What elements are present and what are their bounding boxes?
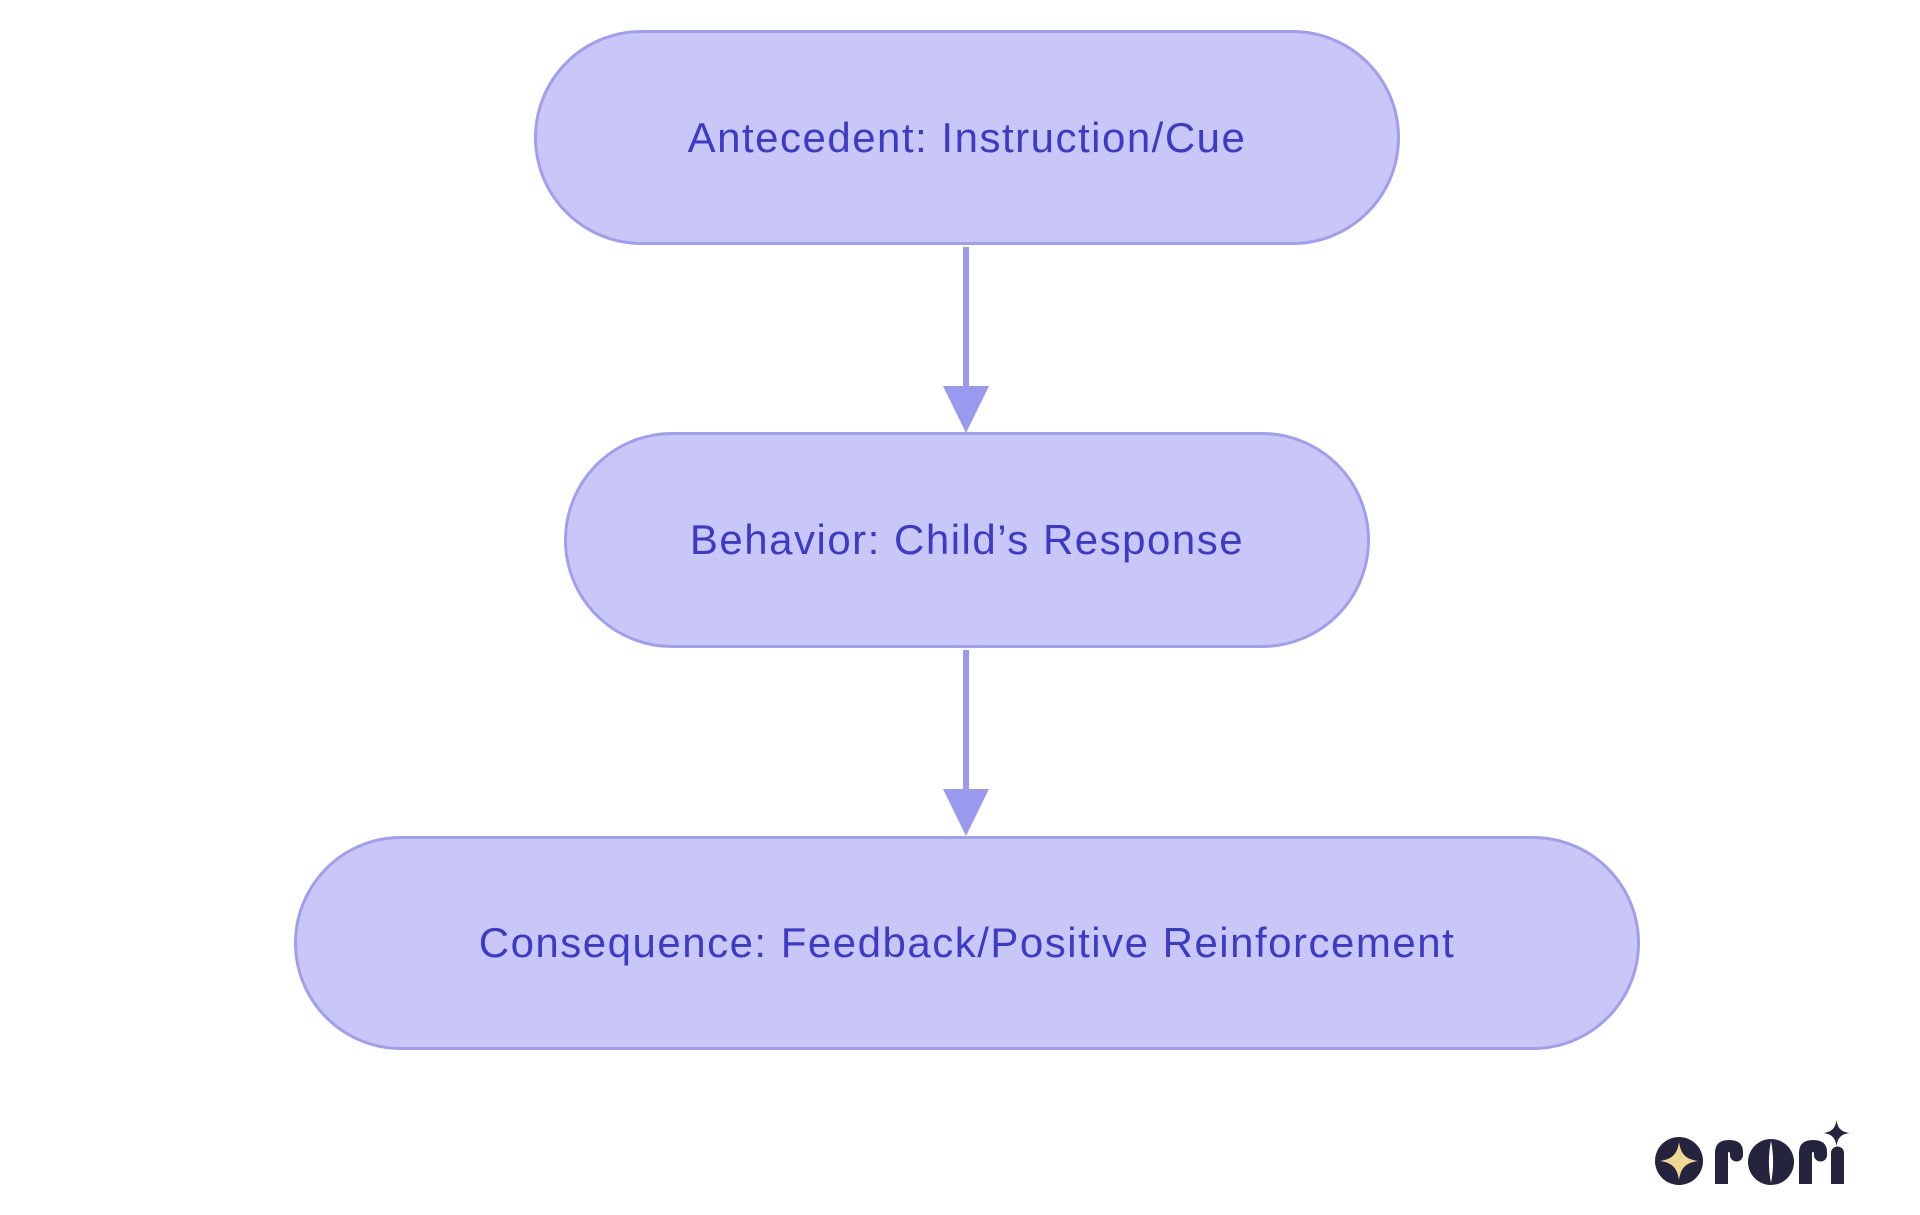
node-antecedent-label: Antecedent: Instruction/Cue [687,113,1247,161]
node-consequence-label: Consequence: Feedback/Positive Reinforce… [478,919,1456,966]
node-antecedent: Antecedent: Instruction/Cue [534,30,1400,245]
arrow-line [963,247,969,389]
node-consequence: Consequence: Feedback/Positive Reinforce… [294,836,1640,1050]
sparkle-star-icon [1823,1120,1850,1146]
rori-logo [1652,1119,1852,1187]
arrow-down-icon [943,386,989,433]
arrow-line [963,650,969,792]
rori-wordmark [1715,1139,1844,1185]
sparkle-circle-icon [1655,1137,1703,1185]
node-behavior: Behavior: Child’s Response [564,432,1370,648]
arrow-down-icon [943,789,989,836]
node-behavior-label: Behavior: Child’s Response [689,516,1245,563]
rori-logo-graphic [1655,1120,1850,1185]
